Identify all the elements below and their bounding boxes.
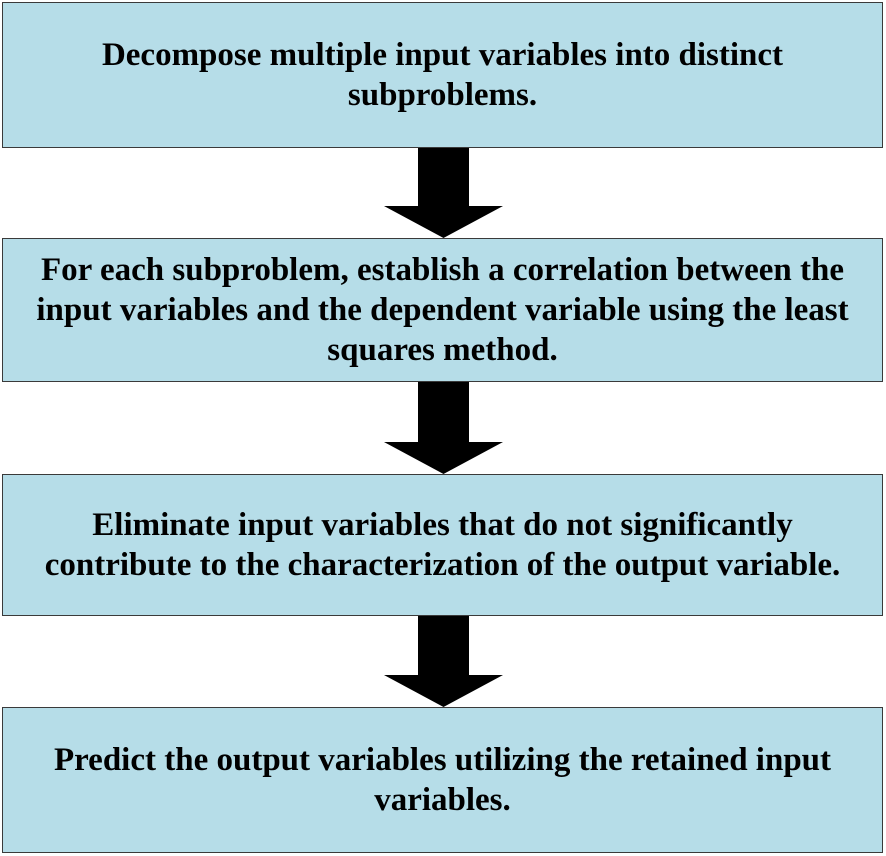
down-arrow-icon [384,382,503,474]
step-3-text: Eliminate input variables that do not si… [44,507,841,583]
step-2-box: For each subproblem, establish a correla… [2,238,883,382]
step-3-box: Eliminate input variables that do not si… [2,474,883,616]
step-2-text: For each subproblem, establish a correla… [36,252,849,368]
step-1-box: Decompose multiple input variables into … [2,2,883,148]
down-arrow-icon [384,148,503,238]
step-1-text: Decompose multiple input variables into … [101,37,784,113]
step-4-text: Predict the output variables utilizing t… [53,742,832,818]
down-arrow-icon [384,616,503,707]
step-4-box: Predict the output variables utilizing t… [2,707,883,853]
